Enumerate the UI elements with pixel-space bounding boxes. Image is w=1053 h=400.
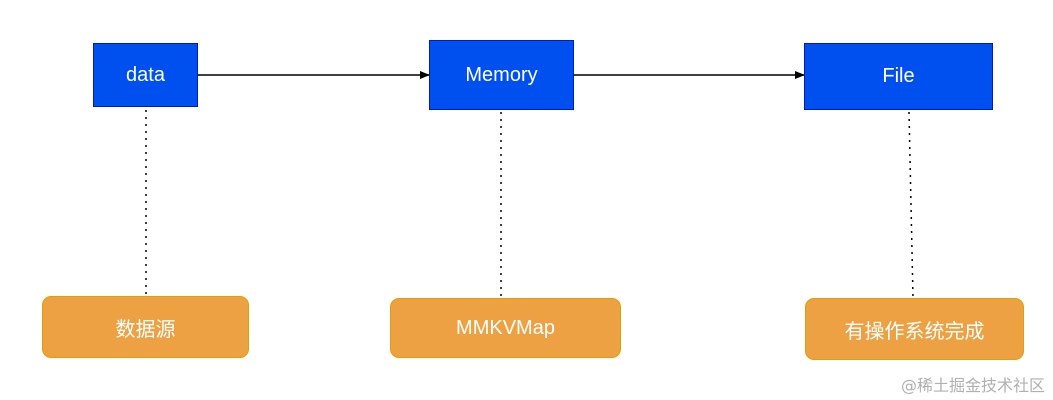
node-memory[interactable]: Memory <box>429 40 574 110</box>
node-mmkvmap-label: MMKVMap <box>456 316 555 339</box>
node-data-label: data <box>126 63 165 86</box>
node-mmkvmap[interactable]: MMKVMap <box>390 298 621 358</box>
watermark: @稀土掘金技术社区 <box>900 376 1045 395</box>
node-memory-label: Memory <box>465 63 538 86</box>
node-file[interactable]: File <box>804 43 993 110</box>
node-operation-done-label: 有操作系统完成 <box>844 320 985 343</box>
node-data-source[interactable]: 数据源 <box>42 296 249 358</box>
node-file-label: File <box>882 65 915 87</box>
node-data-source-label: 数据源 <box>115 318 176 341</box>
dotted-link-file <box>908 111 914 298</box>
node-data[interactable]: data <box>93 43 198 107</box>
node-operation-done[interactable]: 有操作系统完成 <box>805 298 1024 360</box>
